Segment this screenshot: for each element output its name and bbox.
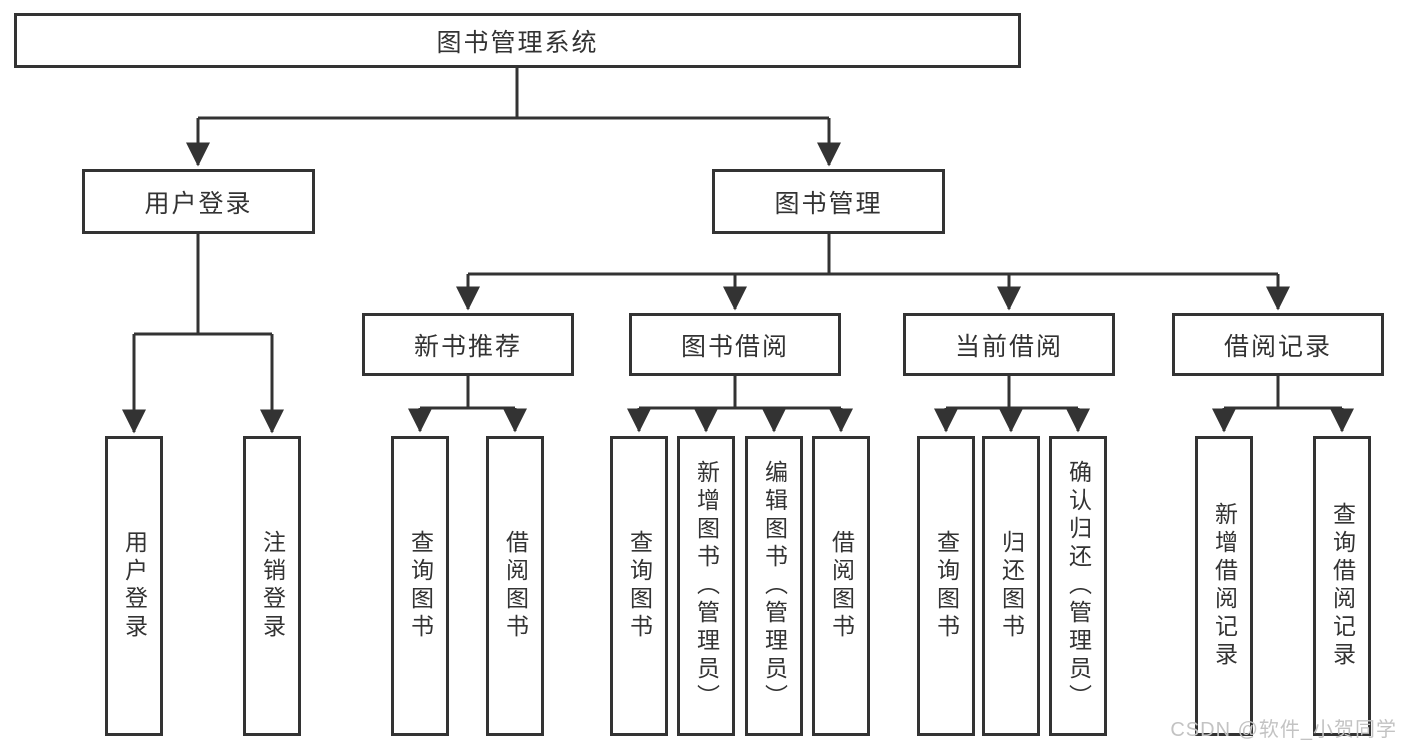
csdn-watermark: CSDN @软件_小贺同学 xyxy=(1170,719,1397,741)
edge-user-login-junction xyxy=(134,234,272,336)
node-label: 查询图书 xyxy=(933,530,960,642)
edge-root-junction xyxy=(198,68,829,120)
node-library-management-system: 图书管理系统 xyxy=(14,13,1021,68)
edge-current-borrow-junction xyxy=(946,376,1078,410)
node-label: 图书借阅 xyxy=(680,332,789,361)
node-query-books-c: 查询图书 xyxy=(917,436,975,736)
edge-book-borrow-junction xyxy=(639,376,841,410)
node-label: 查询图书 xyxy=(407,530,434,642)
node-label: 新增图书（管理员） xyxy=(693,460,720,712)
node-label: 查询图书 xyxy=(626,530,653,642)
node-label: 用户登录 xyxy=(144,189,253,218)
edge-new-book-junction xyxy=(420,376,515,410)
node-label: 新书推荐 xyxy=(413,332,522,361)
node-query-books-a: 查询图书 xyxy=(391,436,449,736)
node-label: 查询借阅记录 xyxy=(1329,502,1356,670)
node-label: 借阅记录 xyxy=(1223,332,1332,361)
node-new-book-recommend: 新书推荐 xyxy=(362,313,574,376)
node-label: 用户登录 xyxy=(121,530,148,642)
node-label: 图书管理系统 xyxy=(436,28,599,57)
node-label: 新增借阅记录 xyxy=(1211,502,1238,670)
node-edit-book-admin: 编辑图书（管理员） xyxy=(745,436,803,736)
node-book-borrow: 图书借阅 xyxy=(629,313,841,376)
node-label: 注销登录 xyxy=(259,530,286,642)
node-borrow-records: 借阅记录 xyxy=(1172,313,1384,376)
node-label: 图书管理 xyxy=(774,189,883,218)
node-add-book-admin: 新增图书（管理员） xyxy=(677,436,735,736)
node-user-login-feature: 用户登录 xyxy=(105,436,163,736)
node-borrow-books-a: 借阅图书 xyxy=(486,436,544,736)
node-user-login: 用户登录 xyxy=(82,169,315,234)
node-logout-feature: 注销登录 xyxy=(243,436,301,736)
node-label: 确认归还（管理员） xyxy=(1065,460,1092,712)
node-label: 当前借阅 xyxy=(954,332,1063,361)
node-label: 借阅图书 xyxy=(828,530,855,642)
node-label: 编辑图书（管理员） xyxy=(761,460,788,712)
node-return-books: 归还图书 xyxy=(982,436,1040,736)
edge-book-management-junction xyxy=(468,234,1278,276)
node-book-management: 图书管理 xyxy=(712,169,945,234)
node-confirm-return-admin: 确认归还（管理员） xyxy=(1049,436,1107,736)
node-current-borrow: 当前借阅 xyxy=(903,313,1115,376)
node-label: 归还图书 xyxy=(998,530,1025,642)
node-borrow-books-b: 借阅图书 xyxy=(812,436,870,736)
node-add-borrow-record: 新增借阅记录 xyxy=(1195,436,1253,736)
edge-borrow-records-junction xyxy=(1224,376,1342,410)
node-query-borrow-record: 查询借阅记录 xyxy=(1313,436,1371,736)
node-label: 借阅图书 xyxy=(502,530,529,642)
node-query-books-b: 查询图书 xyxy=(610,436,668,736)
